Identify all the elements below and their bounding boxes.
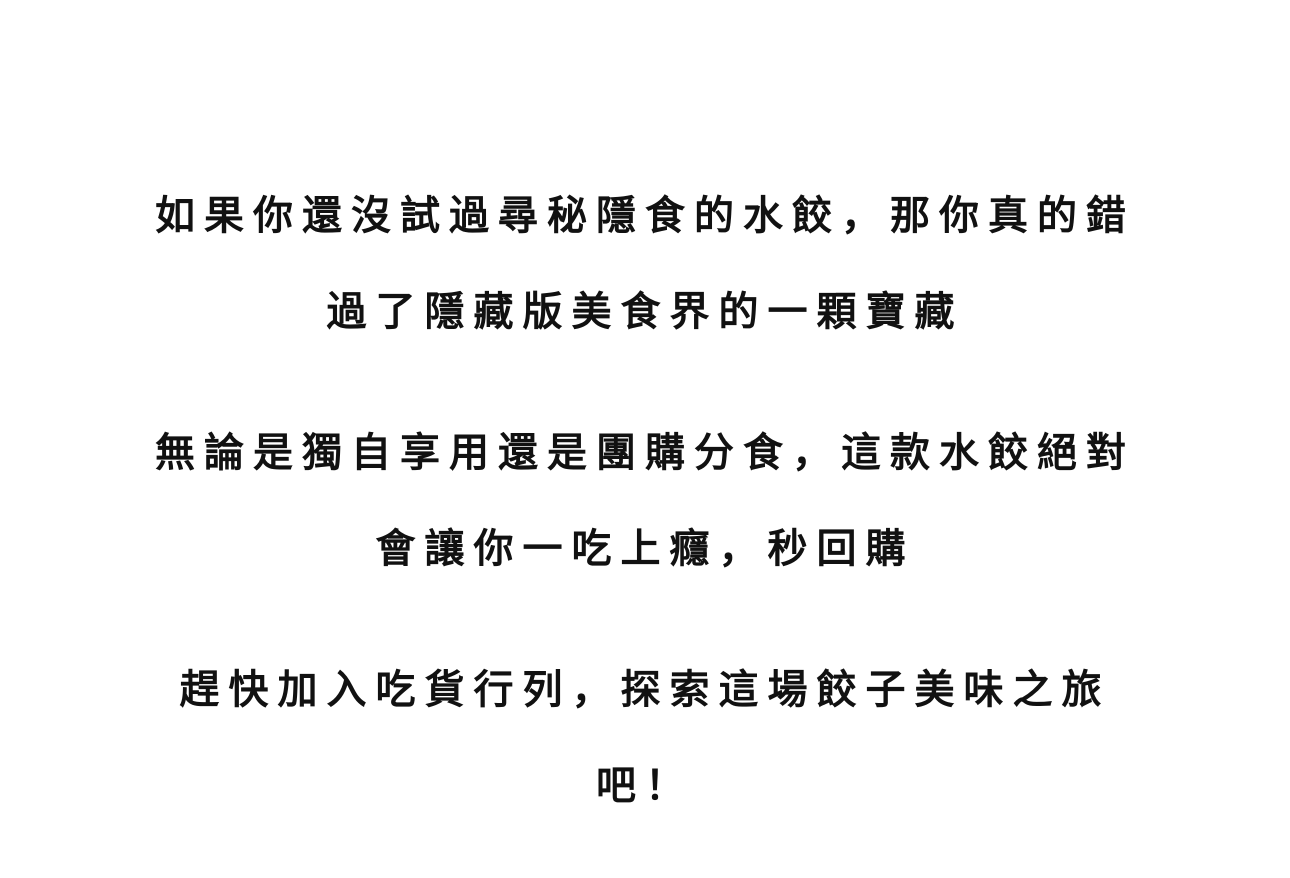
text-line: 會讓你一吃上癮，秒回購 [375,526,915,572]
text-line: 趕快加入吃貨行列，探索這場餃子美味之旅 [179,667,1111,713]
text-line: 如果你還沒試過尋秘隱食的水餃，那你真的錯 [155,193,1135,239]
text-line: 無論是獨自享用還是團購分食，這款水餃絕對 [155,430,1135,476]
text-line: 吧！ [596,763,694,809]
text-line: 過了隱藏版美食界的一顆寶藏 [326,289,964,335]
